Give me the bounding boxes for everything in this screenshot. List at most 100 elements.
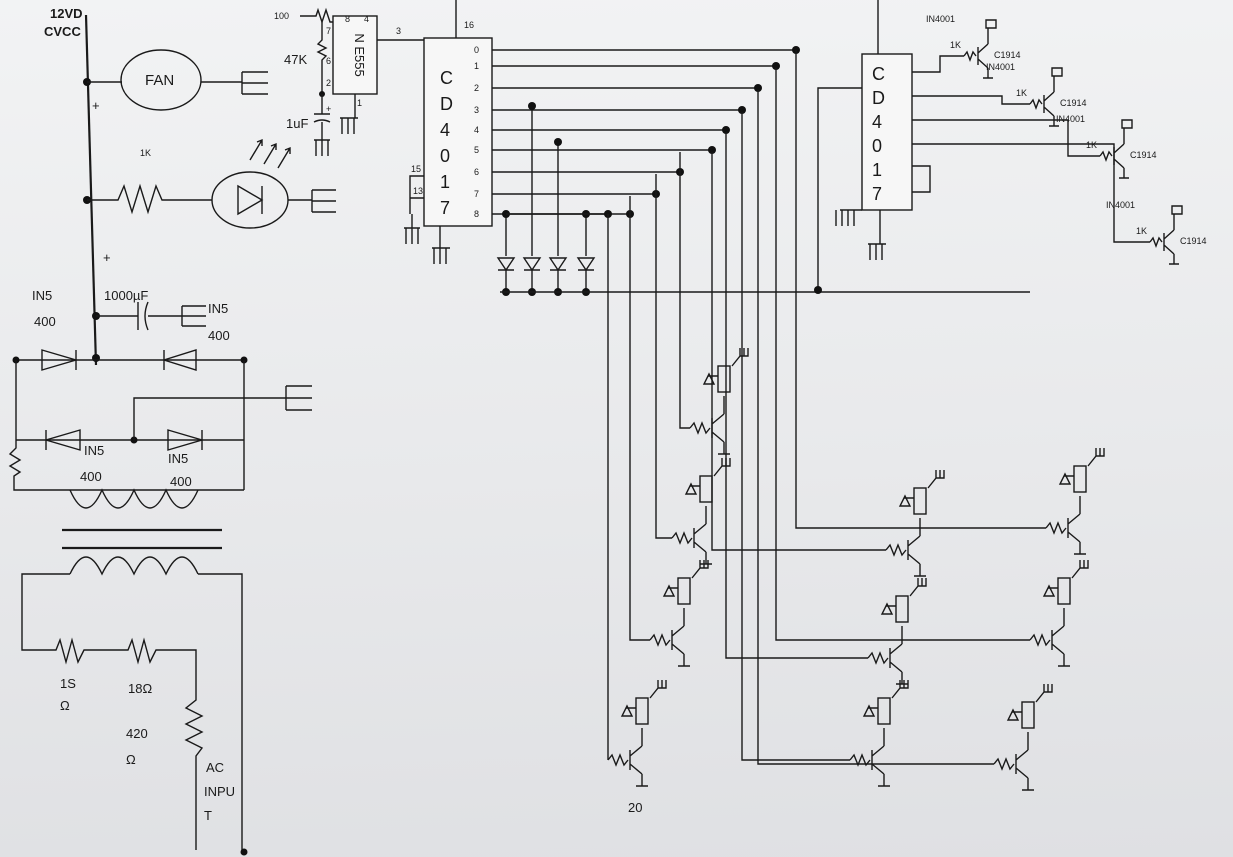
fan-label: FAN — [145, 72, 174, 89]
base-resistor — [1045, 521, 1067, 535]
driver-resistor-label: 1K — [1016, 88, 1027, 98]
chip-letter: C — [872, 64, 885, 84]
input-resistor-chain — [21, 573, 204, 850]
transformer-primary — [69, 556, 199, 576]
flyback-diode — [862, 704, 878, 717]
drive-wire — [795, 50, 1046, 529]
junction-dot — [92, 354, 100, 362]
base-resistor — [689, 421, 711, 435]
resistor-symbol — [300, 7, 333, 25]
flyback-diode — [702, 372, 718, 385]
pin-label: 1 — [474, 61, 479, 71]
drive-wire — [679, 152, 690, 429]
driver-wire — [912, 55, 964, 73]
transformer: 1S Ω 18Ω 420 Ω AC INPU T — [21, 488, 248, 856]
base-resistor — [649, 633, 671, 647]
transistor-icon — [1067, 496, 1086, 555]
transistor-icon — [1051, 608, 1070, 667]
ground-icon — [868, 210, 886, 260]
relay-coil — [635, 697, 649, 725]
transistor-icon — [671, 608, 690, 667]
driver-resistor-label: 1K — [1086, 140, 1097, 150]
relay-contact — [909, 578, 927, 597]
counter-right: C D 4 0 1 7 1KC1914IN40011KC1914IN40011K… — [814, 0, 1207, 294]
chip-letter: D — [872, 88, 885, 108]
transformer-secondary — [69, 488, 199, 509]
relay-contact — [713, 458, 731, 477]
ne555-label: N E555 — [352, 33, 367, 76]
wire — [133, 397, 286, 440]
driver-wire — [912, 119, 1100, 157]
pin-label: 4 — [474, 125, 479, 135]
relay-coil — [1057, 577, 1071, 605]
resistor-symbol — [316, 22, 328, 94]
driver-resistor — [963, 50, 977, 62]
driver-resistor-label: 1K — [1136, 226, 1147, 236]
base-resistor — [1029, 633, 1051, 647]
flyback-diode — [1006, 708, 1022, 721]
clock-wire — [817, 87, 862, 292]
chip-letter: 4 — [872, 112, 882, 132]
cd4017-main-chip — [423, 37, 493, 227]
supply-label-line1: 12VD — [50, 6, 83, 21]
relay-coil — [877, 697, 891, 725]
junction-dot — [814, 286, 822, 294]
drive-wire — [757, 90, 994, 765]
driver-transistor-label: C1914 — [1130, 150, 1157, 160]
pin-label: 16 — [464, 20, 474, 30]
driver-transistor-label: C1914 — [1180, 236, 1207, 246]
or-diode — [496, 214, 516, 292]
ac-input-label: INPU — [204, 784, 235, 799]
pin-label: 15 — [411, 164, 421, 174]
transistor-icon — [907, 518, 926, 577]
filter-cap-assembly: IN5 400 1000µF IN5 400 — [32, 288, 230, 343]
junction-dot — [754, 84, 762, 92]
pin-label: 1 — [357, 98, 362, 108]
transistor-icon — [711, 396, 730, 455]
light-rays-icon — [249, 138, 291, 169]
drive-wire — [725, 132, 868, 659]
resistor-label: Ω — [126, 752, 136, 767]
pin-label: 0 — [474, 45, 479, 55]
wire — [198, 573, 243, 850]
flyback-diode — [880, 602, 896, 615]
relay-coil — [1021, 701, 1035, 729]
flyback-diode — [620, 704, 636, 717]
transistor-icon — [693, 506, 712, 565]
junction-dot — [722, 126, 730, 134]
chip-letter: C — [440, 68, 453, 88]
ac-input-label: T — [204, 808, 212, 823]
driver-resistor — [1149, 236, 1163, 248]
junction-dot — [772, 62, 780, 70]
ground-icon — [835, 209, 862, 226]
diode-symbol — [167, 429, 205, 451]
driver-diode-label: IN4001 — [926, 14, 955, 24]
relay-stages — [607, 50, 1105, 791]
pin-label: 2 — [474, 83, 479, 93]
relay-coil — [1073, 465, 1087, 493]
relay-contact — [1087, 448, 1105, 467]
drive-wire — [775, 68, 1030, 641]
diode-label: IN5 — [84, 443, 104, 458]
ground-icon — [241, 71, 268, 95]
pin-label: 7 — [326, 26, 331, 36]
drive-wire — [629, 196, 650, 641]
junction-dot — [738, 106, 746, 114]
timer-cap-label: 1uF — [286, 116, 308, 131]
driver-diode-label: IN4001 — [986, 62, 1015, 72]
diode-symbol — [161, 349, 197, 371]
relay-coil — [913, 487, 927, 515]
relay-contact — [1071, 560, 1089, 579]
flyback-diode — [1058, 472, 1074, 485]
supply-label-line2: CVCC — [44, 24, 81, 39]
plus-sign: + — [103, 250, 111, 265]
ground-icon — [285, 385, 312, 411]
pin-label: 2 — [326, 78, 331, 88]
base-resistor — [867, 651, 889, 665]
driver-transistor-icon — [1163, 205, 1183, 265]
resistor-symbol — [8, 440, 244, 491]
pin-label: 13 — [413, 186, 423, 196]
driver-resistor-label: 1K — [950, 40, 961, 50]
right-driver-stages: 1KC1914IN40011KC1914IN40011KC1914IN40011… — [912, 14, 1207, 265]
